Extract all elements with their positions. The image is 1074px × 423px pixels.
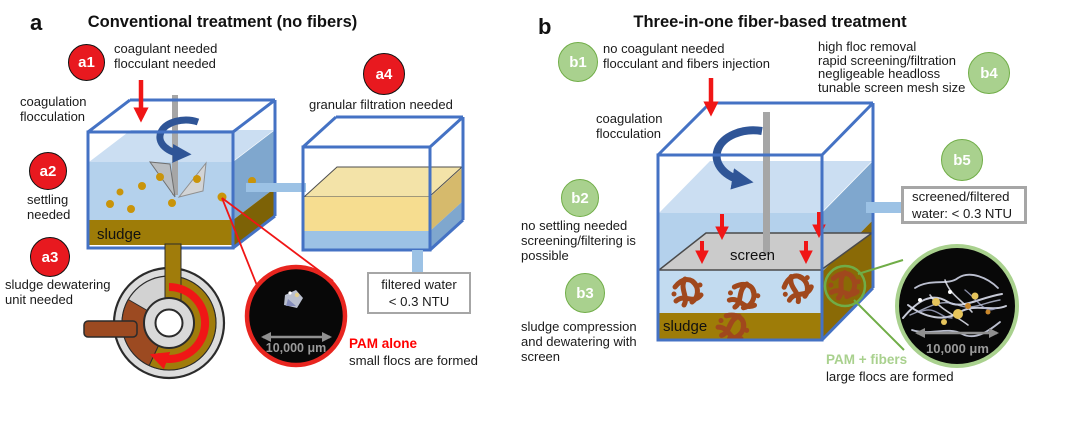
filtered-water-side <box>430 201 463 250</box>
stir-arrow-icon-b <box>712 126 763 190</box>
badge-b5: b5 <box>941 139 983 181</box>
note-a4: granular filtration needed <box>309 97 453 112</box>
note-b4: high floc removal rapid screening/filtra… <box>818 39 966 95</box>
badge-b2: b2 <box>561 179 599 217</box>
tank-a4-wireframe <box>301 115 465 252</box>
badge-a3: a3 <box>30 237 70 277</box>
sand-front <box>304 197 429 231</box>
rotation-arrow-icon <box>149 282 210 370</box>
panel-b-letter: b <box>538 14 552 39</box>
callout-lines-a <box>221 197 334 289</box>
note-coagulation-b: coagulation flocculation <box>596 111 663 142</box>
sludge-side-b <box>822 220 873 340</box>
badge-b4: b4 <box>968 52 1010 94</box>
stirrer-rod-b <box>763 112 770 255</box>
large-flocs-label: large flocs are formed <box>826 369 954 384</box>
pam-alone-label: PAM alone <box>349 336 418 351</box>
water-side-a <box>233 130 275 220</box>
panel-a-title: Conventional treatment (no fibers) <box>87 13 358 31</box>
sludge-layer-a <box>89 220 232 245</box>
badge-b1: b1 <box>558 42 598 82</box>
small-flocs-label: small flocs are formed <box>349 353 478 368</box>
badge-a4: a4 <box>363 53 405 95</box>
note-a3: sludge dewatering unit needed <box>5 277 111 308</box>
panel-a-letter: a <box>30 10 43 35</box>
scale-label-a: 10,000 μm <box>265 341 327 355</box>
tank-a-filter-graphic <box>301 115 465 273</box>
dewatering-unit-graphic <box>83 243 226 380</box>
tank-b-wireframe <box>656 101 875 342</box>
floc-highlight-circle <box>823 264 867 308</box>
badge-a1: a1 <box>68 44 105 81</box>
outlet-pipe-b <box>866 202 902 213</box>
filtered-water-box: filtered water < 0.3 NTU <box>367 272 471 314</box>
dewatered-sludge-pipe <box>83 320 138 338</box>
sludge-side-a <box>233 188 275 248</box>
tank-a-coagulation-graphic <box>86 95 277 250</box>
screen-label: screen <box>730 247 776 264</box>
note-b2: no settling needed screening/filtering i… <box>521 218 636 264</box>
impeller-blade-right <box>177 161 207 198</box>
filter-outlet-pipe <box>412 250 423 273</box>
sludge-label-b: sludge <box>663 318 708 335</box>
callout-lines-b <box>853 259 905 351</box>
settling-arrows-b <box>695 212 826 265</box>
scale-label-b: 10,000 μm <box>926 341 989 356</box>
screened-water-box: screened/filtered water: < 0.3 NTU <box>901 186 1027 224</box>
note-b3: sludge compression and dewatering with s… <box>521 319 637 365</box>
pam-fibers-label: PAM + fibers <box>826 352 908 367</box>
micrograph-a <box>244 264 348 368</box>
tank-b-graphic <box>656 101 902 347</box>
transfer-pipe-a <box>246 183 306 192</box>
note-a1: coagulant needed flocculant needed <box>114 41 218 72</box>
sand-side <box>430 167 463 231</box>
large-floc-image <box>902 273 1007 338</box>
note-a2: settling needed <box>27 192 71 223</box>
tank-a-wireframe <box>86 98 277 250</box>
badge-b3: b3 <box>565 273 605 313</box>
badge-a2: a2 <box>29 152 67 190</box>
filtered-water-front <box>304 231 429 249</box>
sludge-label-a: sludge <box>97 226 142 243</box>
micrograph-b <box>895 244 1019 368</box>
note-b1: no coagulant needed flocculant and fiber… <box>603 41 770 72</box>
panel-b-title: Three-in-one fiber-based treatment <box>633 13 907 31</box>
note-coagulation-a: coagulation flocculation <box>20 94 87 125</box>
small-floc-image <box>284 290 303 308</box>
